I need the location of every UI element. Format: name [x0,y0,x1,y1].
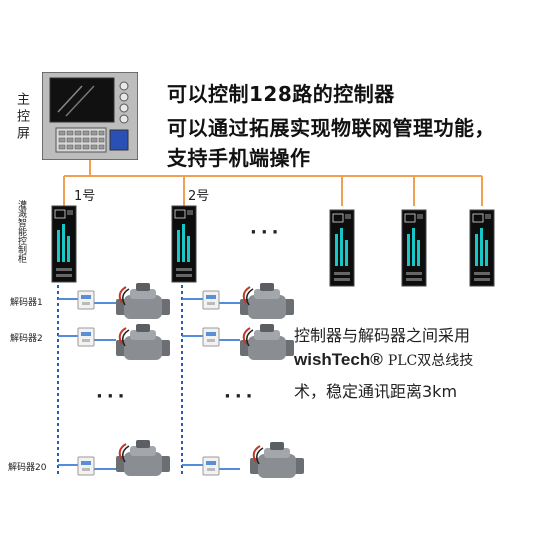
main-screen-device [42,72,138,160]
headline-line-1: 可以控制128路的控制器 [167,82,395,106]
valve-20a [115,439,171,477]
valve-1a [115,282,171,320]
orange-control-bus [63,160,483,206]
decoder-device-20a [77,456,95,476]
decoder-label-20: 解码器20 [8,463,47,473]
cabinet-label: 灌溉智能控制柜 [16,200,26,263]
cabinet-ellipsis: ··· [250,222,283,243]
blue-decoder-bus [57,285,183,475]
main-screen-label: 主控屏 [14,92,29,143]
decoder-label-1: 解码器1 [10,298,43,308]
headline-line-2: 可以通过拓展实现物联网管理功能， [167,116,495,140]
decoder-device-1b [202,290,220,310]
decoder-device-1a [77,290,95,310]
tech-name: PLC双总线技 [387,353,474,369]
headline-line-3: 支持手机端操作 [167,146,311,170]
description-line-3: 术，稳定通讯距离3km [294,382,458,401]
decoder-device-20b [202,456,220,476]
decoder-label-2: 解码器2 [10,334,43,344]
description-line-2: wishTech® PLC双总线技 [294,350,473,370]
controller-label-2: 2号 [188,189,210,204]
decoder-ellipsis-b: ··· [224,386,257,407]
decoder-device-2a [77,327,95,347]
valve-1b [239,282,295,320]
decoder-ellipsis-a: ··· [96,386,129,407]
decoder-feed-wires [58,298,240,470]
description-line-1: 控制器与解码器之间采用 [294,326,471,345]
valve-2b [239,323,295,361]
valve-2a [115,323,171,361]
brand-name: wishTech® [294,350,383,369]
controller-label-1: 1号 [74,189,96,204]
valve-20b [249,441,305,479]
decoder-device-2b [202,327,220,347]
